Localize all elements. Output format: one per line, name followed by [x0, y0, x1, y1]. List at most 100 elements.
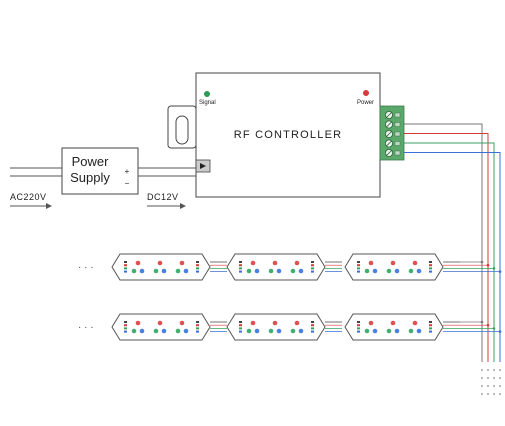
- connector-pad: [311, 324, 314, 327]
- connector-pad: [429, 267, 432, 270]
- output-wire: [404, 123, 483, 362]
- connector-pad: [239, 324, 242, 327]
- connector-pad: [124, 324, 127, 327]
- connector-pad: [429, 324, 432, 327]
- led-blue-icon: [372, 328, 378, 334]
- led-green-icon: [408, 328, 414, 334]
- continuation-dot: [487, 369, 489, 371]
- junction-dot: [486, 323, 490, 327]
- ac220v-label: AC220V: [10, 192, 47, 202]
- led-green-icon: [290, 328, 296, 334]
- continuation-dots: · · ·: [78, 322, 94, 333]
- connector-pad: [311, 264, 314, 267]
- ac-input-lines: [10, 167, 62, 177]
- led-red-icon: [135, 260, 141, 266]
- terminal-screws: [384, 111, 401, 157]
- continuation-dot: [493, 385, 495, 387]
- module-outline: [226, 253, 326, 281]
- power-supply-label-line2: Supply: [70, 170, 110, 185]
- module-outline: [111, 313, 211, 341]
- connector-pad: [429, 270, 432, 273]
- dc12v-label: DC12V: [147, 192, 179, 202]
- signal-led-icon: [204, 91, 210, 97]
- junction-dot: [492, 327, 496, 330]
- led-red-icon: [179, 260, 185, 266]
- led-green-icon: [408, 268, 414, 274]
- arrow-right-icon: [46, 203, 52, 209]
- connector-pad: [196, 264, 199, 267]
- led-blue-icon: [254, 268, 260, 274]
- continuation-dot: [493, 393, 495, 395]
- output-wire: [404, 133, 489, 362]
- led-green-icon: [364, 328, 370, 334]
- continuation-dot: [499, 377, 501, 379]
- connector-pad: [311, 321, 314, 323]
- led-red-icon: [390, 260, 396, 266]
- led-green-icon: [386, 328, 392, 334]
- connector-pad: [196, 321, 199, 323]
- junction-dot: [480, 260, 484, 264]
- led-green-icon: [131, 268, 137, 274]
- led-green-icon: [246, 328, 252, 334]
- connector-pad: [196, 327, 199, 330]
- led-green-icon: [268, 268, 274, 274]
- continuation-dot: [499, 393, 501, 395]
- led-red-icon: [272, 320, 278, 326]
- led-red-icon: [157, 320, 163, 326]
- signal-label: Signal: [199, 100, 216, 106]
- connector-pad: [239, 270, 242, 273]
- rf-controller: Signal Power RF CONTROLLER: [167, 72, 405, 198]
- junction-dot: [486, 263, 490, 267]
- connector-pad: [124, 327, 127, 330]
- continuation-dots: · · ·: [78, 262, 94, 273]
- continuation-dot: [481, 385, 483, 387]
- plus-terminal-label: +: [125, 167, 130, 176]
- continuation-dot: [487, 377, 489, 379]
- led-blue-icon: [276, 268, 282, 274]
- connector-pad: [311, 327, 314, 330]
- power-supply-label-line1: Power: [72, 154, 110, 169]
- jack-arrow-icon: [200, 163, 206, 169]
- continuation-dot: [481, 369, 483, 371]
- led-red-icon: [412, 320, 418, 326]
- led-blue-icon: [139, 268, 145, 274]
- connector-pad: [357, 327, 360, 330]
- screw-slot: [386, 121, 392, 128]
- led-green-icon: [246, 268, 252, 274]
- output-wire: [404, 152, 501, 362]
- continuation-dot: [487, 393, 489, 395]
- led-green-icon: [175, 328, 181, 334]
- led-red-icon: [412, 260, 418, 266]
- led-blue-icon: [416, 268, 422, 274]
- connector-pad: [196, 270, 199, 273]
- connector-pad: [239, 327, 242, 330]
- connector-pad: [357, 264, 360, 267]
- connector-pad: [124, 330, 127, 333]
- led-strips: · · · · · ·: [78, 253, 502, 341]
- led-module: [226, 253, 326, 281]
- led-blue-icon: [183, 268, 189, 274]
- junction-dot: [498, 330, 502, 333]
- led-red-icon: [390, 320, 396, 326]
- led-module: [344, 313, 444, 341]
- junction-dot: [480, 320, 484, 324]
- led-blue-icon: [394, 328, 400, 334]
- strip-row: · · ·: [78, 313, 502, 341]
- led-red-icon: [157, 260, 163, 266]
- led-blue-icon: [254, 328, 260, 334]
- led-blue-icon: [298, 328, 304, 334]
- led-red-icon: [368, 260, 374, 266]
- connector-pad: [239, 264, 242, 267]
- led-red-icon: [250, 320, 256, 326]
- output-wire: [404, 142, 495, 362]
- connector-pad: [196, 261, 199, 263]
- connector-pad: [429, 264, 432, 267]
- connector-pad: [429, 261, 432, 263]
- connector-pad: [124, 267, 127, 270]
- wire-slot: [394, 131, 401, 137]
- connector-pad: [311, 267, 314, 270]
- connector-pad: [357, 324, 360, 327]
- led-green-icon: [364, 268, 370, 274]
- led-blue-icon: [394, 268, 400, 274]
